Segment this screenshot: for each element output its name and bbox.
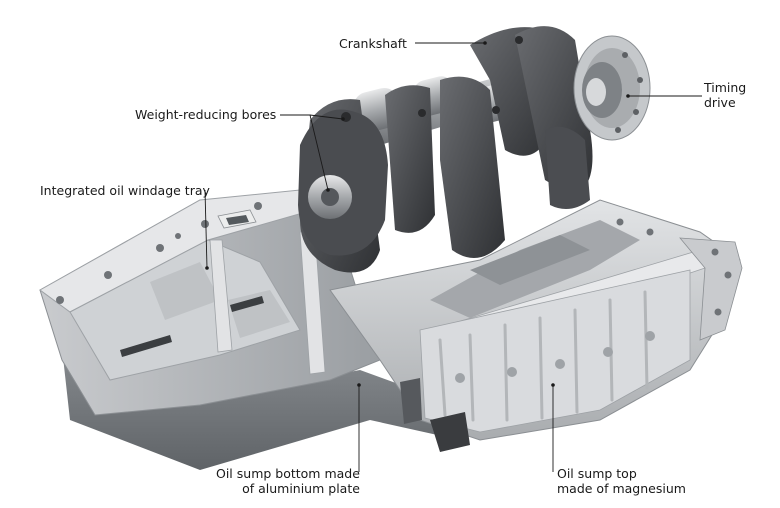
crankshaft-art bbox=[298, 26, 600, 273]
label-timing-drive: Timing drive bbox=[704, 80, 747, 110]
label-oil-sump-top: Oil sump top made of magnesium bbox=[557, 466, 686, 496]
sump-right-flange bbox=[679, 237, 743, 341]
timing-drive-gear bbox=[573, 35, 651, 141]
sensor bbox=[430, 412, 470, 452]
bolt-bosses-front bbox=[455, 331, 655, 383]
sump-bottom-plate bbox=[60, 330, 470, 470]
sump-ribs bbox=[438, 290, 649, 422]
label-oil-windage-tray: Integrated oil windage tray bbox=[40, 183, 210, 198]
leader-lines bbox=[204, 42, 702, 472]
label-oil-sump-bottom: Oil sump bottom made of aluminium plate bbox=[216, 466, 360, 496]
label-crankshaft: Crankshaft bbox=[339, 36, 407, 51]
label-weight-reducing-bores: Weight-reducing bores bbox=[135, 107, 277, 122]
bolt-holes-left bbox=[56, 202, 262, 304]
